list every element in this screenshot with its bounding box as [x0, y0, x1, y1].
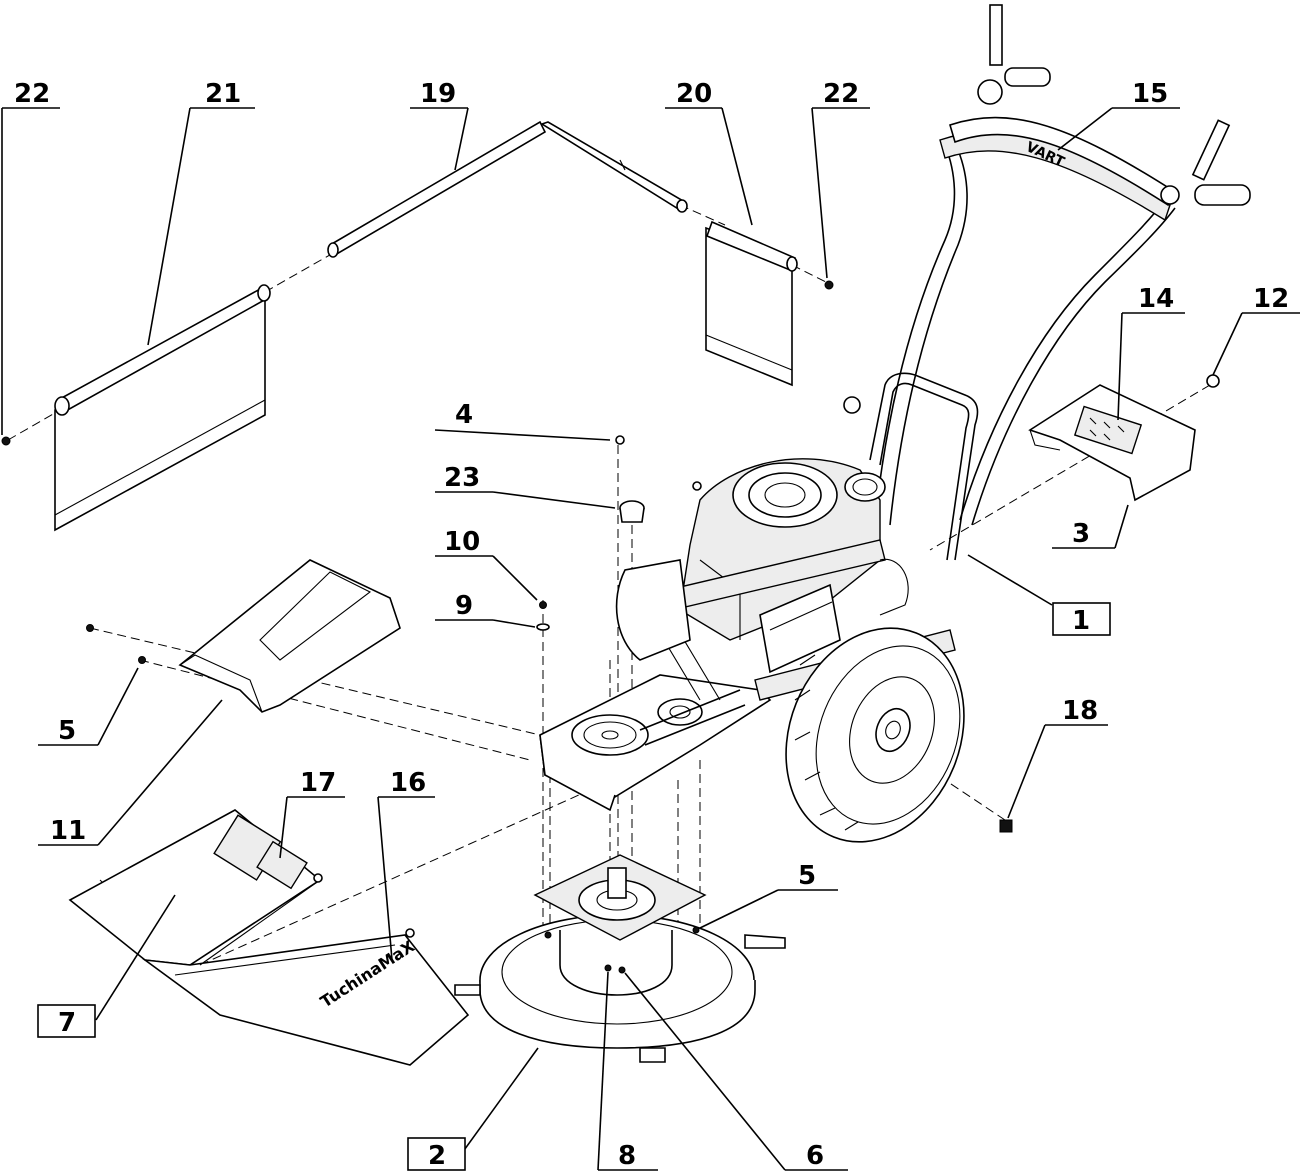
- rubber-flap-large: [54, 284, 271, 532]
- handlebar-assembly: VART: [843, 4, 1251, 561]
- callout-box-1: [1052, 602, 1111, 636]
- leader-lines: [1, 107, 1300, 1171]
- rubber-flap-small: [705, 220, 798, 387]
- fastener-22-right: [824, 280, 834, 290]
- bolt-5-left-b: [138, 656, 146, 664]
- drive-wheel: [785, 627, 965, 843]
- callout-3: 3: [1072, 519, 1090, 549]
- callout-6: 6: [806, 1141, 824, 1171]
- callout-11: 11: [50, 816, 86, 846]
- bolt-5-left-a: [86, 624, 94, 632]
- callout-21: 21: [205, 79, 241, 109]
- nut-18: [999, 819, 1013, 833]
- nut-12: [1206, 374, 1220, 388]
- callout-18: 18: [1062, 696, 1098, 726]
- side-deflector: TuchinaMaX: [68, 809, 470, 1066]
- chassis-frame: [539, 539, 956, 812]
- callout-1: 1: [1072, 606, 1090, 636]
- belt-cover: [178, 559, 401, 713]
- fastener-22-left: [1, 436, 11, 446]
- callout-9: 9: [455, 591, 473, 621]
- callout-22-left: 22: [14, 79, 50, 109]
- callout-15: 15: [1132, 79, 1168, 109]
- side-cover-plate: [1028, 384, 1196, 502]
- cutting-deck: [454, 854, 786, 1063]
- callout-5-left: 5: [58, 716, 76, 746]
- callout-8: 8: [618, 1141, 636, 1171]
- flap-rod-frame: [327, 120, 688, 258]
- callout-10: 10: [444, 527, 480, 557]
- callout-17: 17: [300, 768, 336, 798]
- callout-19: 19: [420, 79, 456, 109]
- callout-23: 23: [444, 463, 480, 493]
- hardware-stack: [536, 435, 702, 631]
- callout-labels: 22 21 19 20 22 15 14 12 4 23 10 9 3 1 5 …: [14, 79, 1289, 1171]
- callout-5-right: 5: [798, 861, 816, 891]
- callout-20: 20: [676, 79, 712, 109]
- callout-4: 4: [455, 400, 473, 430]
- callout-7: 7: [58, 1008, 76, 1038]
- callout-12: 12: [1253, 284, 1289, 314]
- callout-box-7: [37, 1004, 96, 1038]
- callout-16: 16: [390, 768, 426, 798]
- callout-22-right: 22: [823, 79, 859, 109]
- callout-2: 2: [428, 1141, 446, 1171]
- callout-box-2: [407, 1137, 466, 1171]
- callout-14: 14: [1138, 284, 1174, 314]
